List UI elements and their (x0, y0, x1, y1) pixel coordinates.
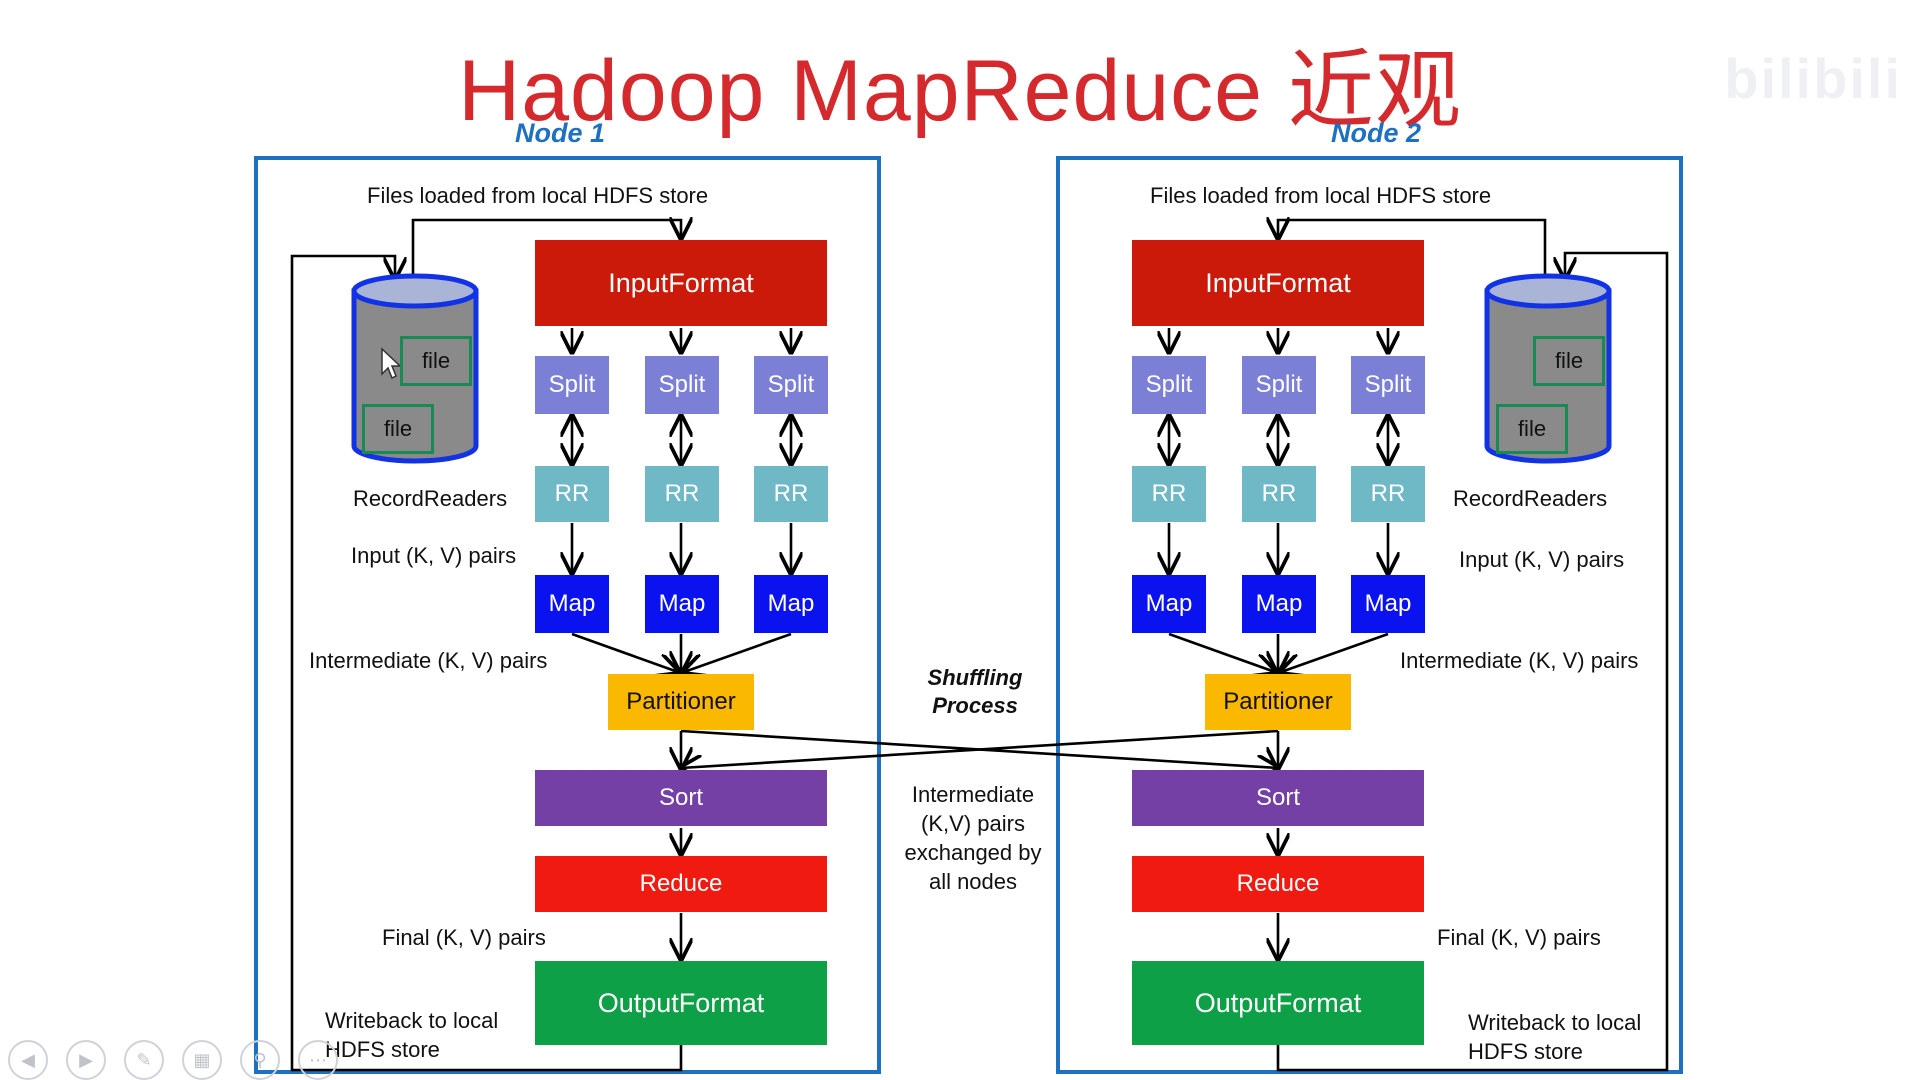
node-2-split-3: Split (1351, 356, 1425, 414)
cursor-icon (381, 347, 402, 380)
node-2-rr-3: RR (1351, 466, 1425, 522)
shuffle-title: Shuffling Process (895, 664, 1055, 720)
shuffle-description: Intermediate (K,V) pairs exchanged by al… (904, 782, 1042, 894)
node-1-input-pairs-label: Input (K, V) pairs (351, 543, 517, 568)
node-1-rr-2: RR (645, 466, 719, 522)
node-2-map-3: Map (1351, 575, 1425, 633)
node-2-file-top: file (1533, 336, 1605, 386)
node-2-map-2: Map (1242, 575, 1316, 633)
slides-overview-button[interactable]: ▦ (182, 1040, 222, 1080)
node-1-reduce-box: Reduce (535, 856, 827, 912)
node-1-split-1: Split (535, 356, 609, 414)
node-1-files-loaded-label: Files loaded from local HDFS store (367, 183, 709, 208)
node-1-inputformat-box: InputFormat (535, 240, 827, 326)
node-2-map-1: Map (1132, 575, 1206, 633)
slide-title: Hadoop MapReduce 近观 (458, 43, 1462, 139)
node-1-sort-box: Sort (535, 770, 827, 826)
node-1-map-3: Map (754, 575, 828, 633)
node-1-final-pairs-label: Final (K, V) pairs (382, 925, 546, 950)
node-1-intermediate-pairs-label: Intermediate (K, V) pairs (309, 648, 548, 673)
next-slide-button[interactable]: ▶ (66, 1040, 106, 1080)
more-icon: ⋯ (309, 1049, 327, 1070)
node-1-map-1: Map (535, 575, 609, 633)
node-1-map-2: Map (645, 575, 719, 633)
node-1-file-bottom: file (362, 404, 434, 454)
zoom-button[interactable]: ⚲ (240, 1040, 280, 1080)
node-2-label: Node 2 (1330, 118, 1422, 148)
prev-slide-button[interactable]: ◀ (8, 1040, 48, 1080)
node-2-rr-2: RR (1242, 466, 1316, 522)
node-2-inputformat-box: InputFormat (1132, 240, 1424, 326)
node-2-rr-1: RR (1132, 466, 1206, 522)
node-1-record-readers-label: RecordReaders (353, 486, 508, 511)
node-2-input-pairs-label: Input (K, V) pairs (1459, 547, 1625, 572)
node-2-file-bottom: file (1496, 404, 1568, 454)
shuffle-title-line-2: Process (932, 693, 1018, 718)
node-1-label: Node 1 (514, 118, 606, 148)
node-1-split-2: Split (645, 356, 719, 414)
node-1-file-top: file (400, 336, 472, 386)
node-1-split-3: Split (754, 356, 828, 414)
node-2-split-1: Split (1132, 356, 1206, 414)
watermark: bilibili (1724, 47, 1902, 110)
node-2-files-loaded-label: Files loaded from local HDFS store (1150, 183, 1492, 208)
node-1-rr-3: RR (754, 466, 828, 522)
node-1-partitioner-box: Partitioner (608, 674, 754, 730)
node-2-writeback-label-2: HDFS store (1468, 1039, 1583, 1064)
n1-writeback (290, 254, 683, 1072)
n2-writeback (1276, 251, 1669, 1072)
pen-icon: ✎ (136, 1049, 152, 1070)
node-1-frame (254, 156, 881, 1074)
pen-tool-button[interactable]: ✎ (124, 1040, 164, 1080)
node-2-intermediate-pairs-label: Intermediate (K, V) pairs (1400, 648, 1639, 673)
slides-icon: ▦ (193, 1049, 211, 1070)
node-2-partitioner-box: Partitioner (1205, 674, 1351, 730)
node-1-writeback-label-1: Writeback to local (325, 1008, 499, 1033)
node-2-writeback-label-1: Writeback to local (1468, 1010, 1642, 1035)
more-options-button[interactable]: ⋯ (298, 1040, 338, 1080)
node-2-record-readers-label: RecordReaders (1453, 486, 1608, 511)
node-2-split-2: Split (1242, 356, 1316, 414)
n2-files-to-input (1278, 220, 1547, 282)
zoom-icon: ⚲ (253, 1049, 267, 1070)
n1-files-to-input (411, 220, 681, 282)
prev-icon: ◀ (21, 1049, 35, 1070)
shuffle-title-line-1: Shuffling (927, 665, 1023, 690)
node-2-final-pairs-label: Final (K, V) pairs (1437, 925, 1601, 950)
node-2-sort-box: Sort (1132, 770, 1424, 826)
node-2-reduce-box: Reduce (1132, 856, 1424, 912)
node-1-rr-1: RR (535, 466, 609, 522)
next-icon: ▶ (79, 1049, 93, 1070)
node-2-outputformat-box: OutputFormat (1132, 961, 1424, 1045)
node-2-frame (1056, 156, 1683, 1074)
node-1-writeback-label-2: HDFS store (325, 1037, 440, 1062)
node-1-outputformat-box: OutputFormat (535, 961, 827, 1045)
